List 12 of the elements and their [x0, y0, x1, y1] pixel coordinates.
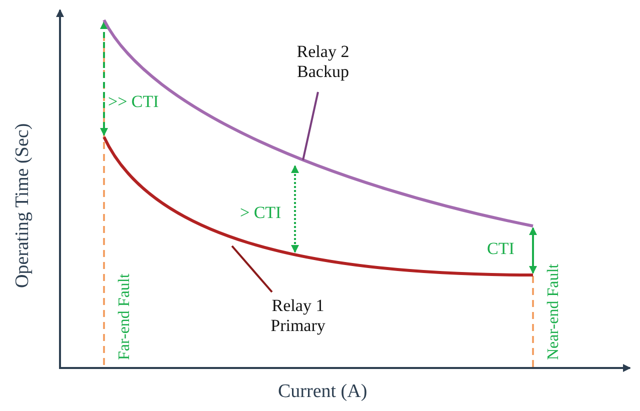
- cti-label: >> CTI: [108, 92, 159, 112]
- leader-line: [231, 245, 273, 293]
- cti-label: CTI: [487, 239, 514, 259]
- fault-label: Far-end Fault: [116, 274, 134, 360]
- curve-label: Relay 1 Primary: [268, 296, 328, 336]
- fault-label: Near-end Fault: [545, 264, 563, 360]
- curve-label: Relay 2 Backup: [290, 42, 356, 82]
- axis-title: Current (A): [278, 381, 368, 403]
- cti-label: > CTI: [240, 203, 282, 223]
- backup-curve: [102, 19, 534, 228]
- leader-line: [302, 92, 319, 160]
- axis-title: Operating Time (Sec): [12, 123, 34, 288]
